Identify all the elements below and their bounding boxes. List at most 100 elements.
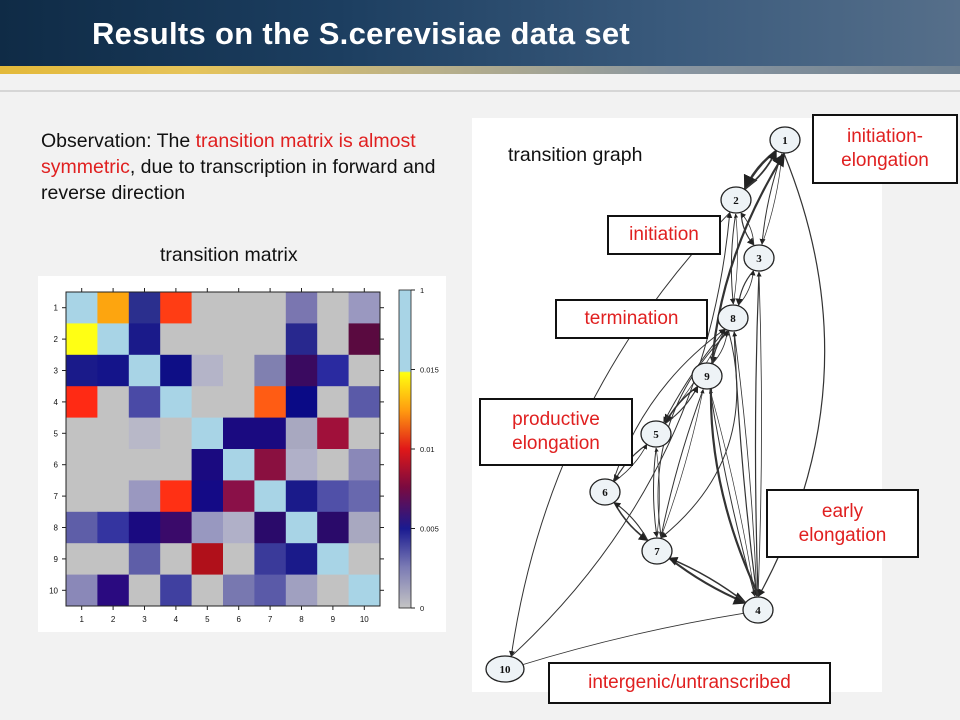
header-divider [0, 90, 960, 92]
graph-node [589, 478, 621, 506]
matrix-cell [160, 386, 192, 418]
label-intergenic-untranscribed: intergenic/untranscribed [548, 662, 831, 704]
graph-edge [658, 389, 704, 539]
matrix-cell [97, 292, 130, 324]
matrix-cell [285, 323, 318, 356]
matrix-cell [191, 543, 224, 575]
matrix-cell [285, 449, 318, 481]
matrix-cell [128, 480, 161, 513]
graph-node-label: 4 [755, 605, 761, 617]
label-line: productive [512, 409, 600, 430]
row-tick-label: 9 [54, 555, 59, 564]
matrix-cell [128, 323, 161, 356]
matrix-cell [128, 543, 161, 575]
row-tick-label: 1 [54, 304, 59, 313]
observation-highlight: transition matrix is almost symmetric [41, 130, 416, 178]
matrix-cell [66, 543, 98, 575]
matrix-cell [348, 292, 381, 324]
graph-node [720, 186, 752, 214]
matrix-cell [285, 511, 318, 544]
col-tick-label: 1 [79, 615, 84, 624]
matrix-cell [160, 354, 192, 387]
graph-edge [657, 330, 730, 538]
graph-edge [660, 389, 705, 538]
matrix-cell [160, 511, 192, 544]
matrix-cell [66, 292, 98, 324]
label-initiation: initiation [607, 215, 721, 255]
matrix-cell [348, 511, 381, 544]
slide-title: Results on the S.cerevisiae data set [92, 16, 631, 51]
observation-text: Observation: The transition matrix is al… [41, 128, 461, 206]
matrix-cell [285, 386, 318, 418]
matrix-cell [348, 543, 381, 575]
matrix-cell [285, 543, 318, 575]
matrix-cell [223, 323, 255, 356]
colorbar-tick-label: 0.01 [420, 445, 435, 454]
matrix-cell [66, 480, 98, 513]
matrix-cell [348, 574, 381, 607]
graph-node [742, 596, 774, 624]
graph-edge [761, 153, 784, 245]
graph-node [640, 420, 672, 448]
label-line: intergenic/untranscribed [588, 672, 791, 693]
matrix-cell [97, 323, 130, 356]
label-line: elongation [841, 150, 929, 171]
matrix-cell [254, 511, 287, 544]
label-line: termination [584, 308, 679, 329]
graph-edge [743, 149, 777, 191]
matrix-cell [254, 386, 287, 418]
matrix-cell [128, 417, 161, 450]
matrix-cell [97, 417, 130, 450]
graph-edge [613, 502, 649, 542]
matrix-cell [223, 449, 255, 481]
matrix-cell [160, 574, 192, 607]
matrix-cell [160, 480, 192, 513]
matrix-cell [348, 417, 381, 450]
col-tick-label: 4 [174, 615, 179, 624]
row-tick-label: 8 [54, 524, 59, 533]
graph-edge [518, 612, 745, 667]
graph-edge [654, 447, 660, 538]
row-tick-label: 5 [54, 429, 59, 438]
graph-edge [744, 149, 777, 190]
matrix-cell [191, 354, 224, 387]
matrix-cell [128, 449, 161, 481]
graph-edge [708, 389, 756, 597]
row-tick-label: 7 [54, 492, 59, 501]
matrix-cell [66, 574, 98, 607]
col-tick-label: 5 [205, 615, 210, 624]
graph-edge [653, 447, 660, 538]
matrix-cell [317, 386, 349, 418]
header-accent-stripe [0, 66, 960, 74]
label-line: elongation [798, 524, 887, 546]
matrix-cell [317, 480, 349, 513]
matrix-cell [191, 480, 224, 513]
header-bar [0, 0, 960, 70]
graph-edge [738, 270, 756, 306]
graph-node [717, 304, 749, 332]
label-line: initiation- [846, 126, 924, 147]
matrix-cell [223, 511, 255, 544]
matrix-cell [191, 417, 224, 450]
graph-node [769, 126, 801, 154]
matrix-cell [317, 417, 349, 450]
matrix-cell [285, 417, 318, 450]
graph-node-label: 7 [654, 546, 660, 558]
label-initiation-elongation: initiation-elongation [812, 114, 958, 184]
matrix-cell [254, 417, 287, 450]
matrix-cell [223, 354, 255, 387]
row-tick-label: 6 [54, 461, 59, 470]
graph-edge [735, 270, 754, 306]
colorbar-tick-label: 0.015 [420, 366, 439, 375]
matrix-cell [191, 511, 224, 544]
matrix-cell [223, 574, 255, 607]
matrix-cell [317, 354, 349, 387]
matrix-cell [66, 417, 98, 450]
matrix-cell [285, 354, 318, 387]
graph-edge [733, 213, 739, 305]
matrix-cell [317, 574, 349, 607]
graph-node [743, 244, 775, 272]
matrix-cell [191, 386, 224, 418]
matrix-caption: transition matrix [160, 244, 298, 266]
